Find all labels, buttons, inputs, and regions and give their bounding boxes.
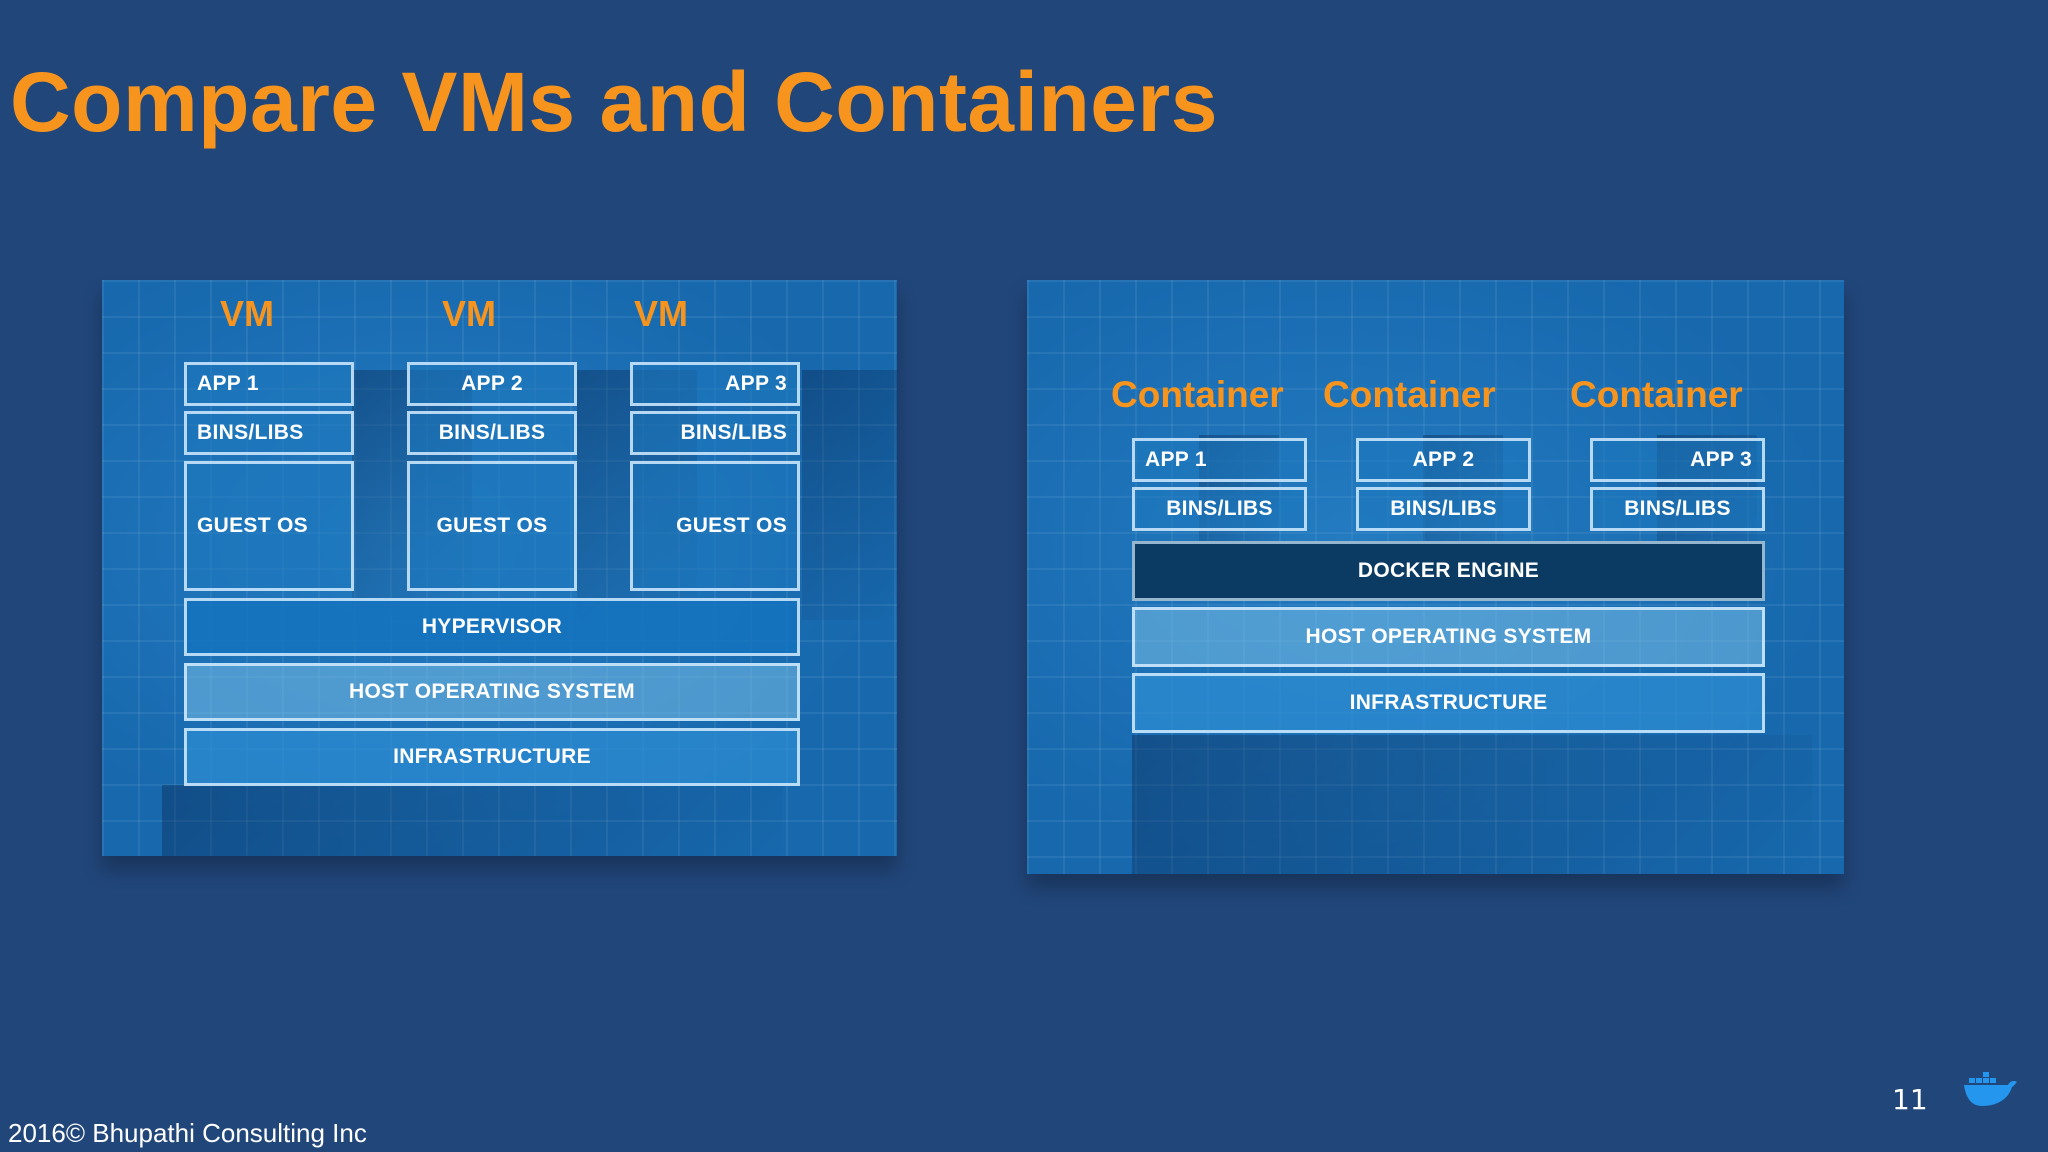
vm-title-2: VM	[442, 293, 496, 334]
vm-diagram: VM VM VM APP 1 APP 2 APP 3 BINS/LIBS BIN…	[102, 280, 897, 856]
container-app-3: APP 3	[1590, 438, 1765, 482]
vm-guest-os-1: GUEST OS	[184, 461, 354, 591]
container-title-3: Container	[1570, 374, 1743, 415]
vm-host-os: HOST OPERATING SYSTEM	[184, 663, 800, 721]
vm-guest-os-3: GUEST OS	[630, 461, 800, 591]
vm-app-2: APP 2	[407, 362, 577, 406]
vm-bins-2: BINS/LIBS	[407, 411, 577, 455]
container-title-2: Container	[1323, 374, 1496, 415]
docker-whale-icon	[1964, 1072, 2017, 1106]
container-bins-2: BINS/LIBS	[1356, 487, 1531, 531]
container-diagram: Container Container Container APP 1 APP …	[1027, 280, 1844, 874]
container-app-2: APP 2	[1356, 438, 1531, 482]
vm-title-1: VM	[220, 293, 274, 334]
vm-bins-1: BINS/LIBS	[184, 411, 354, 455]
vm-infrastructure: INFRASTRUCTURE	[184, 728, 800, 786]
vm-app-3: APP 3	[630, 362, 800, 406]
vm-hypervisor: HYPERVISOR	[184, 598, 800, 656]
vm-guest-os-2: GUEST OS	[407, 461, 577, 591]
container-title-1: Container	[1111, 374, 1284, 415]
slide-title: Compare VMs and Containers	[10, 55, 1218, 149]
vm-title-3: VM	[634, 293, 688, 334]
docker-engine: DOCKER ENGINE	[1132, 541, 1765, 601]
container-host-os: HOST OPERATING SYSTEM	[1132, 607, 1765, 667]
vm-app-1: APP 1	[184, 362, 354, 406]
page-number: 11	[1892, 1083, 1928, 1116]
container-app-1: APP 1	[1132, 438, 1307, 482]
container-bins-1: BINS/LIBS	[1132, 487, 1307, 531]
footer-copyright: 2016© Bhupathi Consulting Inc	[8, 1118, 367, 1148]
vm-bins-3: BINS/LIBS	[630, 411, 800, 455]
container-bins-3: BINS/LIBS	[1590, 487, 1765, 531]
container-infrastructure: INFRASTRUCTURE	[1132, 673, 1765, 733]
